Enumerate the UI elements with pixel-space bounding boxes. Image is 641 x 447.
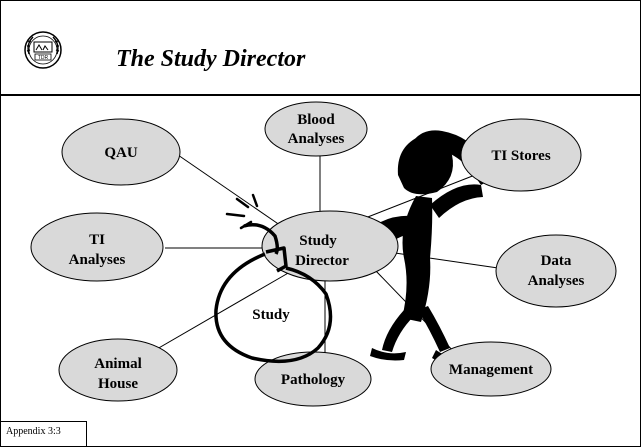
slide-title: The Study Director <box>116 46 306 72</box>
bomb-illustration <box>214 223 333 364</box>
qau-label: QAU <box>104 145 138 161</box>
study-label: Study <box>252 307 290 323</box>
blood-analyses-node <box>264 101 368 157</box>
pathology-label: Pathology <box>281 372 346 388</box>
study-director-label-line2: Director <box>295 253 349 269</box>
animal-house-label-line2: House <box>98 376 138 392</box>
slide-header: TDR The Study Director <box>0 0 641 96</box>
management-label: Management <box>449 362 533 378</box>
data-analyses-label-line1: Data <box>541 253 572 269</box>
ti-analyses-label-line1: TI <box>89 232 105 248</box>
ti-stores-label: TI Stores <box>491 148 550 164</box>
animal-house-node <box>58 338 178 402</box>
qau-node <box>61 118 181 186</box>
study-director-label-line1: Study <box>299 233 337 249</box>
tdr-logo: TDR <box>24 31 62 69</box>
ti-stores-node <box>460 118 582 192</box>
appendix-footer: Appendix 3:3 <box>0 421 87 446</box>
ti-analyses-node <box>30 212 164 282</box>
data-analyses-label-line2: Analyses <box>528 273 585 289</box>
appendix-label: Appendix 3:3 <box>6 426 61 437</box>
header-divider <box>0 94 641 96</box>
blood-analyses-label-line2: Analyses <box>288 131 345 147</box>
study-director-node <box>261 210 399 282</box>
svg-text:TDR: TDR <box>38 55 49 61</box>
blood-analyses-label-line1: Blood <box>297 112 335 128</box>
ti-analyses-label-line2: Analyses <box>69 252 126 268</box>
animal-house-label-line1: Animal <box>94 356 142 372</box>
management-node <box>430 341 552 397</box>
data-analyses-node <box>495 234 617 308</box>
